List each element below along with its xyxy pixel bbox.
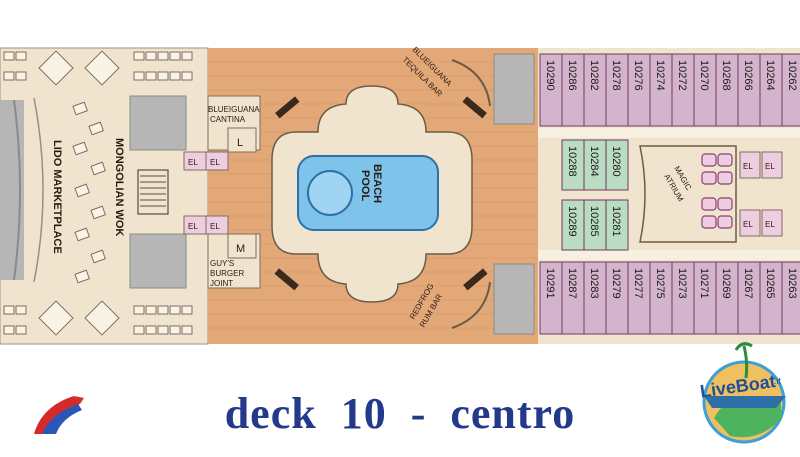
mongolian-wok-label: MONGOLIAN WOK [113,138,125,236]
guys-burger-label-2: BURGER [210,269,244,278]
cabin-number: 10273 [676,268,688,299]
elevator-label-5: EL [743,162,753,171]
cabin-row-top: 10290 10286 10282 10278 10276 10274 10272 10270… [539,53,800,127]
cabin-number: 10288 [566,146,578,177]
guys-burger-label-3: JOINT [210,279,233,288]
cabin-number: 10285 [588,206,600,237]
cabin-number: 10276 [632,60,644,91]
wok-grill [140,175,166,207]
blueiguana-cantina-label-1: BLUEIGUANA [208,105,260,114]
lido-marketplace-label: LIDO MARKETPLACE [51,140,63,254]
cabin-number: 10281 [610,206,622,237]
elevator-label-4: EL [210,222,220,231]
rum-bar-counter [451,281,491,329]
stair-block-top-right [493,53,535,125]
cabin-number: 10263 [786,268,798,299]
carnival-funnel-logo [34,396,84,434]
tequila-bar-counter [451,59,491,107]
service-block-top [129,95,187,151]
corridor-bottom [538,250,800,260]
atrium-elevators [701,153,733,229]
cabin-number: 10267 [742,268,754,299]
cabin-number: 10272 [676,60,688,91]
galley-curve [13,99,21,281]
cabin-number: 10286 [566,60,578,91]
beach-pool-label-2: POOL [359,170,371,201]
wok-station [137,169,169,215]
restroom-ladies [227,127,257,153]
cabin-number: 10278 [610,60,622,91]
liveboat-logo: LiveBoat .it [699,342,786,444]
deck-caption: deck 10 - centro [224,389,576,438]
guys-burger-label-1: GUY'S [210,259,234,268]
elevator-bank-left [183,151,207,235]
cabin-number: 10264 [764,60,776,91]
cabin-number: 10282 [588,60,600,91]
beach-pool-label-1: BEACH [371,164,383,203]
cabin-number: 10275 [654,268,666,299]
cabin-number: 10269 [720,268,732,299]
elevator-bank-center-left [205,151,229,235]
cabin-inner-bottom: 10289 10285 10281 [561,199,629,251]
cabin-number: 10283 [588,268,600,299]
restroom-men-label: M [236,243,245,255]
ship-icon [704,396,786,408]
marketplace-seating [72,101,106,284]
cabin-row-bottom: 10291 10287 10283 10279 10277 10275 10273 10271… [539,261,800,335]
elevator-label-2: EL [210,158,220,167]
cabin-inner-top: 10288 10284 10280 [561,139,629,191]
cabin-number: 10291 [544,268,556,299]
cabin-number: 10266 [742,60,754,91]
cabin-number: 10271 [698,268,710,299]
restroom-ladies-label: L [237,137,243,149]
lido-deck-area [0,47,209,345]
corridor-top [538,128,800,138]
cabin [781,261,800,335]
elevator-label-1: EL [188,158,198,167]
elevator-bank-right [739,151,783,237]
cabin [605,199,629,251]
cabin [605,139,629,191]
cabin-number: 10290 [544,60,556,91]
cabin-number: 10262 [786,60,798,91]
elevator-label-3: EL [188,222,198,231]
loungers [274,96,488,291]
liveboat-suffix: .it [774,376,782,386]
serving-line [33,97,44,283]
elevator-label-6: EL [765,162,775,171]
cabin-number: 10279 [610,268,622,299]
blueiguana-cantina-label-2: CANTINA [210,115,246,124]
cabin-number: 10287 [566,268,578,299]
palm-tree-icon [734,342,753,379]
cabin-number: 10280 [610,146,622,177]
cabin-number: 10277 [632,268,644,299]
restroom-men [227,233,257,259]
cabin [781,53,800,127]
service-block-bottom [129,233,187,289]
whirlpool [307,170,353,216]
elevator-label-7: EL [743,220,753,229]
dining-tables-bottom [3,300,193,336]
cabin-number: 10284 [588,146,600,177]
cabin-number: 10270 [698,60,710,91]
cabin-number: 10274 [654,60,666,91]
cabin-number: 10265 [764,268,776,299]
cabin-number: 10289 [566,206,578,237]
cabin-number: 10268 [720,60,732,91]
elevator-label-8: EL [765,220,775,229]
stair-block-bottom-right [493,263,535,335]
dining-tables-top [3,50,193,86]
